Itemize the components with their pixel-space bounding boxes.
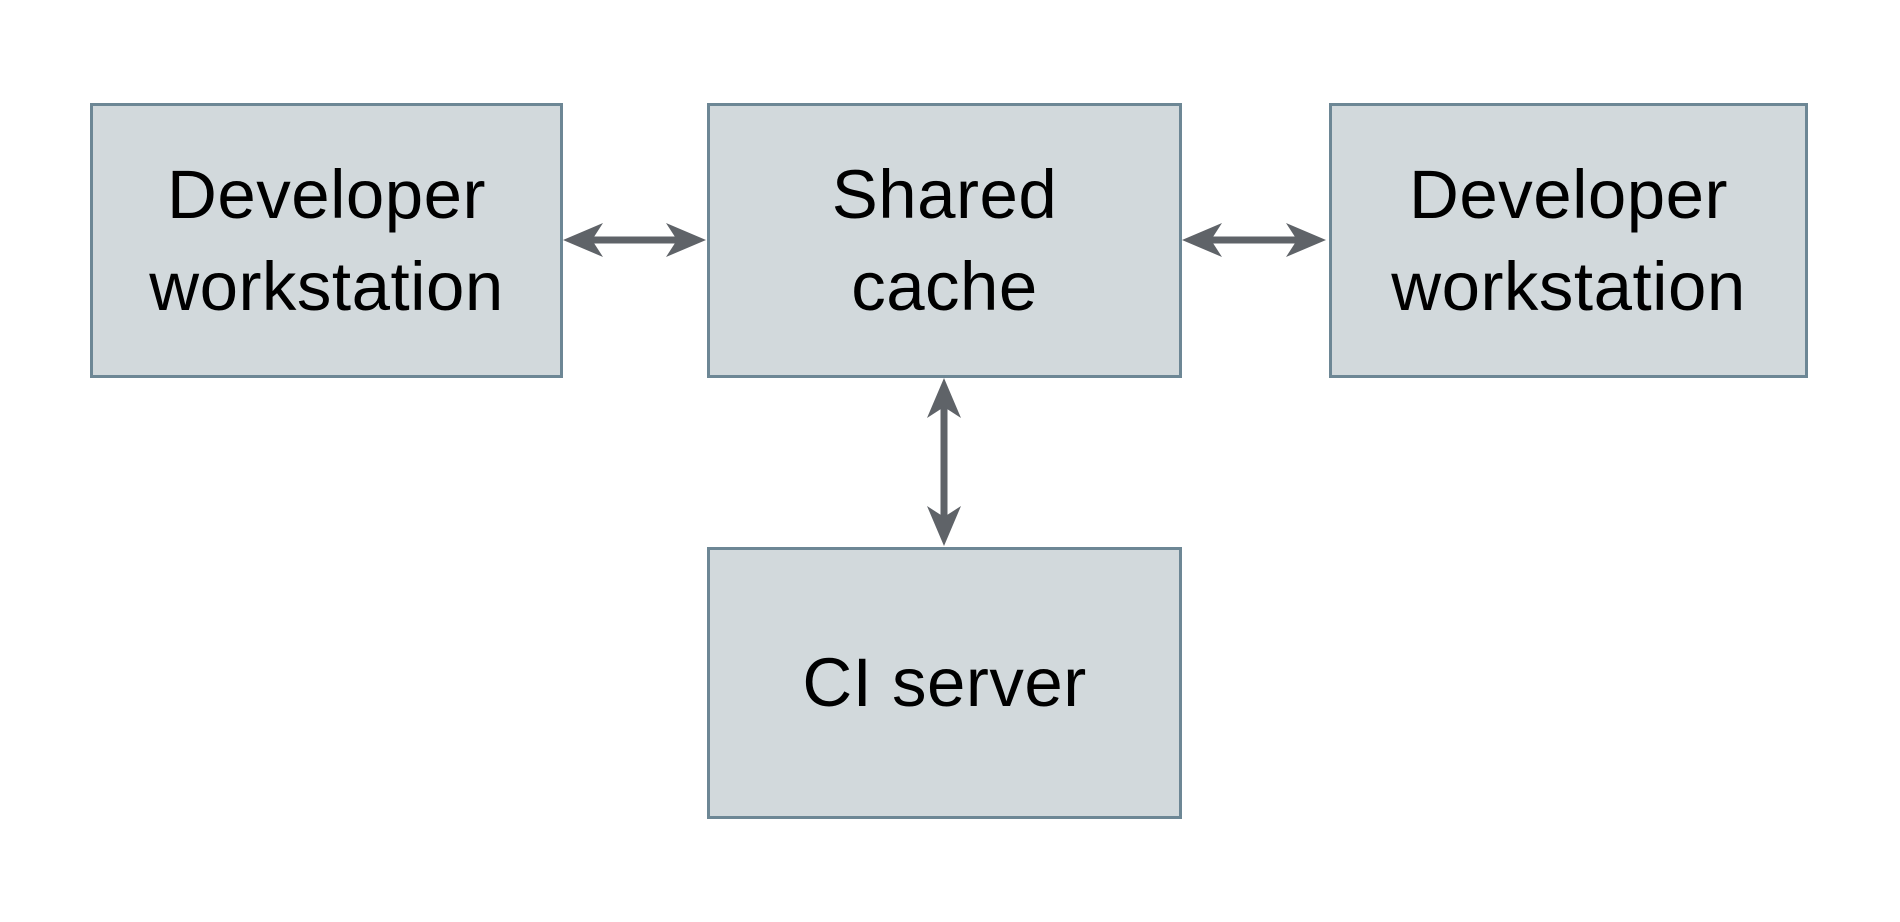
double-arrow-cache-to-right-workstation-icon [1182,223,1326,257]
node-label-developer-workstation-right: Developer workstation [1391,155,1746,325]
double-arrow-cache-to-ci-server-icon [927,378,961,546]
node-label-developer-workstation-left: Developer workstation [149,155,504,325]
node-shared-cache: Shared cache [707,103,1182,378]
node-ci-server: CI server [707,547,1182,819]
node-developer-workstation-left: Developer workstation [90,103,563,378]
node-developer-workstation-right: Developer workstation [1329,103,1808,378]
node-label-shared-cache: Shared cache [831,155,1058,325]
double-arrow-left-workstation-to-cache-icon [563,223,706,257]
node-label-ci-server: CI server [802,644,1087,721]
